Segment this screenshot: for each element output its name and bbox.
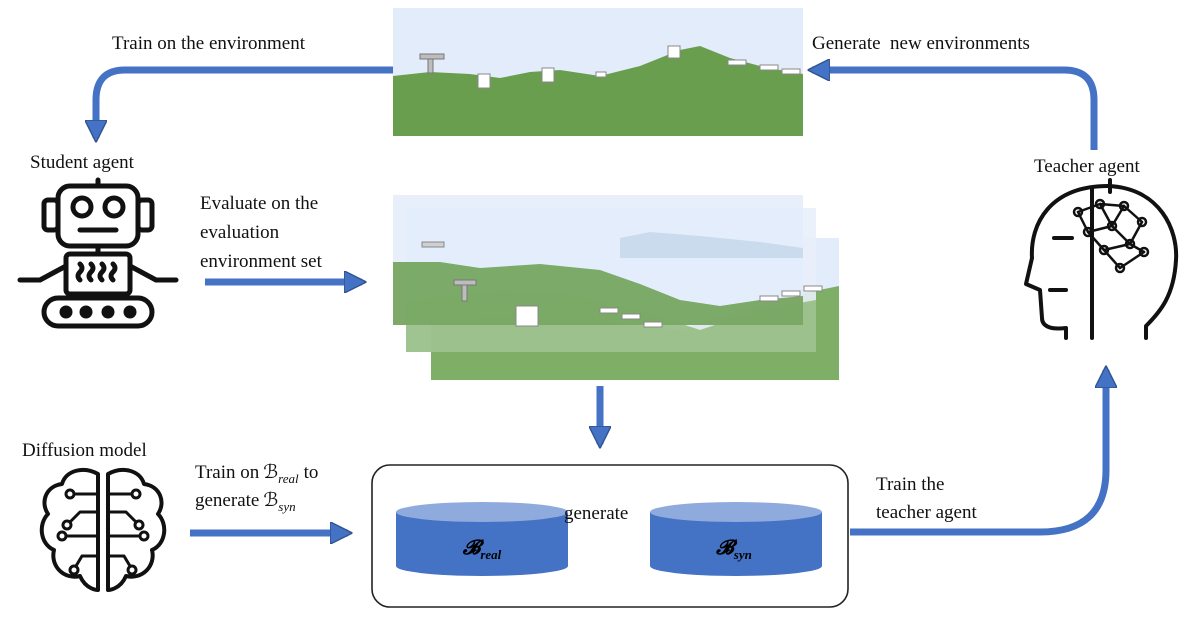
label-evaluate-3: environment set — [200, 251, 323, 272]
label-diffusion-model: Diffusion model — [22, 440, 147, 461]
label-train-on-env: Train on the environment — [112, 33, 306, 54]
label-train-teacher-1: Train the — [876, 474, 944, 495]
brain-circuit-icon — [39, 467, 167, 592]
head-network-icon — [1024, 178, 1179, 340]
arrow-train-on-env — [96, 66, 393, 138]
robot-icon — [17, 177, 179, 329]
arrow-generate-new-envs — [812, 70, 1098, 150]
buffer-syn-symbol: 𝓑 — [715, 537, 738, 559]
buffer-real-subscript: real — [480, 547, 501, 562]
buffer-real-symbol: 𝓑 — [462, 537, 485, 559]
svg-text:𝓑real: 𝓑real — [462, 537, 502, 562]
label-generate-new-envs: Generate new environments — [812, 33, 1030, 54]
label-teacher-agent: Teacher agent — [1034, 156, 1140, 177]
buffer-syn-cylinder: 𝓑syn — [650, 502, 822, 576]
buffer-real-cylinder: 𝓑real — [396, 502, 568, 576]
svg-text:𝓑syn: 𝓑syn — [715, 537, 752, 562]
label-generate-mid: generate — [564, 503, 628, 524]
buffer-syn-subscript: syn — [733, 547, 752, 562]
arrow-train-teacher — [850, 370, 1106, 536]
label-evaluate-2: evaluation — [200, 222, 280, 243]
environment-image-stack — [393, 195, 839, 380]
environment-image-top — [393, 8, 803, 136]
label-student-agent: Student agent — [30, 152, 135, 173]
label-evaluate-1: Evaluate on the — [200, 193, 318, 214]
label-train-teacher-2: teacher agent — [876, 502, 977, 523]
